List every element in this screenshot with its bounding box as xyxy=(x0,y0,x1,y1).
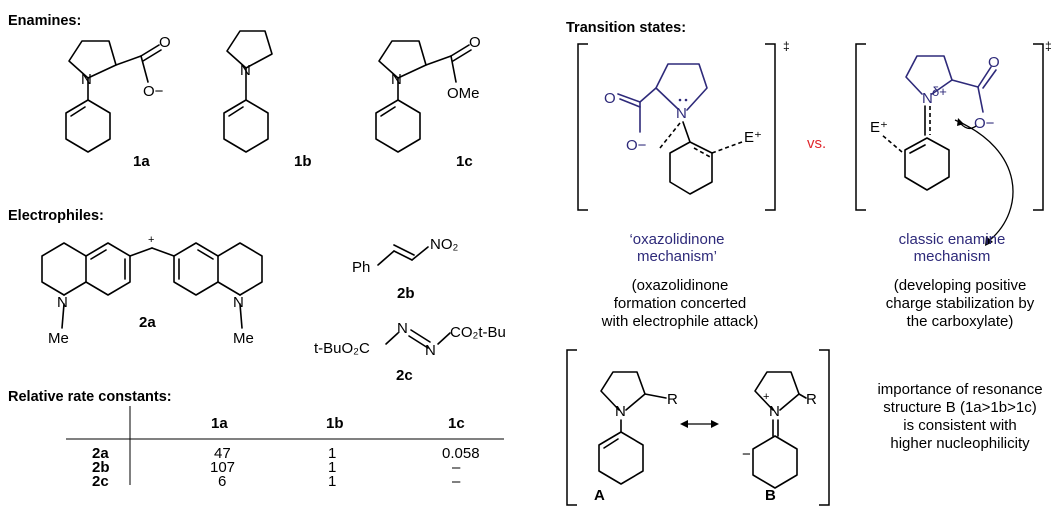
transition-states-heading: Transition states: xyxy=(566,20,686,36)
atom-O-minus: O− xyxy=(974,115,995,132)
rate-table: 1a 1b 1c 2a 47 1 0.058 2b 107 1 – 2c 6 1… xyxy=(66,406,504,490)
structure-1c: N O OMe xyxy=(375,34,481,153)
enamines-heading: Enamines: xyxy=(8,13,81,29)
atom-N: N xyxy=(240,62,251,79)
table-cell: 6 xyxy=(218,473,226,490)
atom-R: R xyxy=(667,391,678,408)
classic-label-line: classic enamine xyxy=(899,231,1006,248)
cation-plus: + xyxy=(148,234,154,246)
table-cell: 107 xyxy=(210,459,235,476)
atom-O: O xyxy=(604,90,616,107)
ts-classic-enamine: ‡ O O− N δ+ E⁺ xyxy=(855,39,1052,246)
atom-E-plus: E⁺ xyxy=(744,129,762,146)
oxaz-note: (oxazolidinone formation concerted with … xyxy=(601,277,759,330)
structure-1a: N O O− xyxy=(65,34,171,153)
label-1c: 1c xyxy=(456,153,473,170)
atom-N: N xyxy=(425,342,436,359)
atom-N: N xyxy=(922,90,933,107)
dagger: ‡ xyxy=(783,39,790,53)
atom-NO2: NO₂ xyxy=(430,236,459,253)
label-2c: 2c xyxy=(396,367,413,384)
importance-line: importance of resonance xyxy=(877,381,1042,398)
importance-line: is consistent with xyxy=(903,417,1016,434)
structure-2a: N N Me Me + xyxy=(41,234,263,347)
table-row-header: 2b xyxy=(92,459,110,476)
classic-note-line: (developing positive xyxy=(894,277,1027,294)
table-col-header: 1b xyxy=(326,415,344,432)
table-row-header: 2a xyxy=(92,445,109,462)
oxaz-note-line: formation concerted xyxy=(614,295,747,312)
oxaz-label-line: mechanism’ xyxy=(637,248,717,265)
atom-O-minus: O− xyxy=(626,137,647,154)
atom-N: N xyxy=(57,294,68,311)
table-cell: 1 xyxy=(328,473,336,490)
atom-O: O xyxy=(159,34,171,51)
classic-note-line: charge stabilization by xyxy=(886,295,1035,312)
charge-minus: − xyxy=(742,446,751,463)
rate-table-heading: Relative rate constants: xyxy=(8,389,172,405)
atom-O: O xyxy=(988,54,1000,71)
atom-OMe: OMe xyxy=(447,85,480,102)
oxaz-note-line: with electrophile attack) xyxy=(601,313,759,330)
table-col-header: 1a xyxy=(211,415,228,432)
ts-oxazolidinone: ‡ O N O− E⁺ xyxy=(577,39,790,211)
structure-2b: Ph NO₂ xyxy=(352,236,459,276)
atom-N: N xyxy=(615,403,626,420)
table-cell: 47 xyxy=(214,445,231,462)
atom-N: N xyxy=(391,71,402,88)
classic-note-line: the carboxylate) xyxy=(907,313,1014,330)
classic-label: classic enamine mechanism xyxy=(899,231,1006,265)
oxaz-note-line: (oxazolidinone xyxy=(632,277,729,294)
dagger: ‡ xyxy=(1045,39,1052,53)
atom-R: R xyxy=(806,391,817,408)
table-row-header: 2c xyxy=(92,473,109,490)
table-col-header: 1c xyxy=(448,415,465,432)
atom-O-minus: O− xyxy=(143,83,164,100)
classic-label-line: mechanism xyxy=(914,248,991,265)
atom-N: N xyxy=(233,294,244,311)
table-cell: 0.058 xyxy=(442,445,480,462)
atom-Me: Me xyxy=(233,330,254,347)
oxaz-label-line: ‘oxazolidinone xyxy=(629,231,724,248)
atom-N: N xyxy=(397,320,408,337)
table-cell: – xyxy=(452,459,461,476)
label-2b: 2b xyxy=(397,285,415,302)
atom-CO2tBu: CO₂t-Bu xyxy=(450,324,506,341)
atom-O: O xyxy=(469,34,481,51)
res-label-B: B xyxy=(765,487,776,504)
atom-N: N xyxy=(676,105,687,122)
vs-label: vs. xyxy=(807,135,826,152)
label-1b: 1b xyxy=(294,153,312,170)
structure-2c: t-BuO₂C N N CO₂t-Bu xyxy=(314,320,506,359)
label-1a: 1a xyxy=(133,153,150,170)
importance-note: importance of resonance structure B (1a>… xyxy=(877,381,1042,452)
atom-E-plus: E⁺ xyxy=(870,119,888,136)
res-label-A: A xyxy=(594,487,605,504)
structure-1b: N xyxy=(223,30,273,153)
atom-Ph: Ph xyxy=(352,259,370,276)
table-cell: 1 xyxy=(328,459,336,476)
table-cell: – xyxy=(452,473,461,490)
importance-line: higher nucleophilicity xyxy=(890,435,1030,452)
importance-line: structure B (1a>1b>1c) xyxy=(883,399,1036,416)
label-2a: 2a xyxy=(139,314,156,331)
classic-note: (developing positive charge stabilizatio… xyxy=(886,277,1035,330)
oxaz-label: ‘oxazolidinone mechanism’ xyxy=(629,231,724,265)
atom-N: N xyxy=(769,403,780,420)
delta-plus: δ+ xyxy=(932,84,947,99)
atom-tBuO2C: t-BuO₂C xyxy=(314,340,370,357)
electrophiles-heading: Electrophiles: xyxy=(8,208,104,224)
resonance-box: R N A R N + − B xyxy=(566,349,830,506)
atom-N: N xyxy=(81,71,92,88)
atom-Me: Me xyxy=(48,330,69,347)
charge-plus: + xyxy=(763,391,769,403)
table-cell: 1 xyxy=(328,445,336,462)
